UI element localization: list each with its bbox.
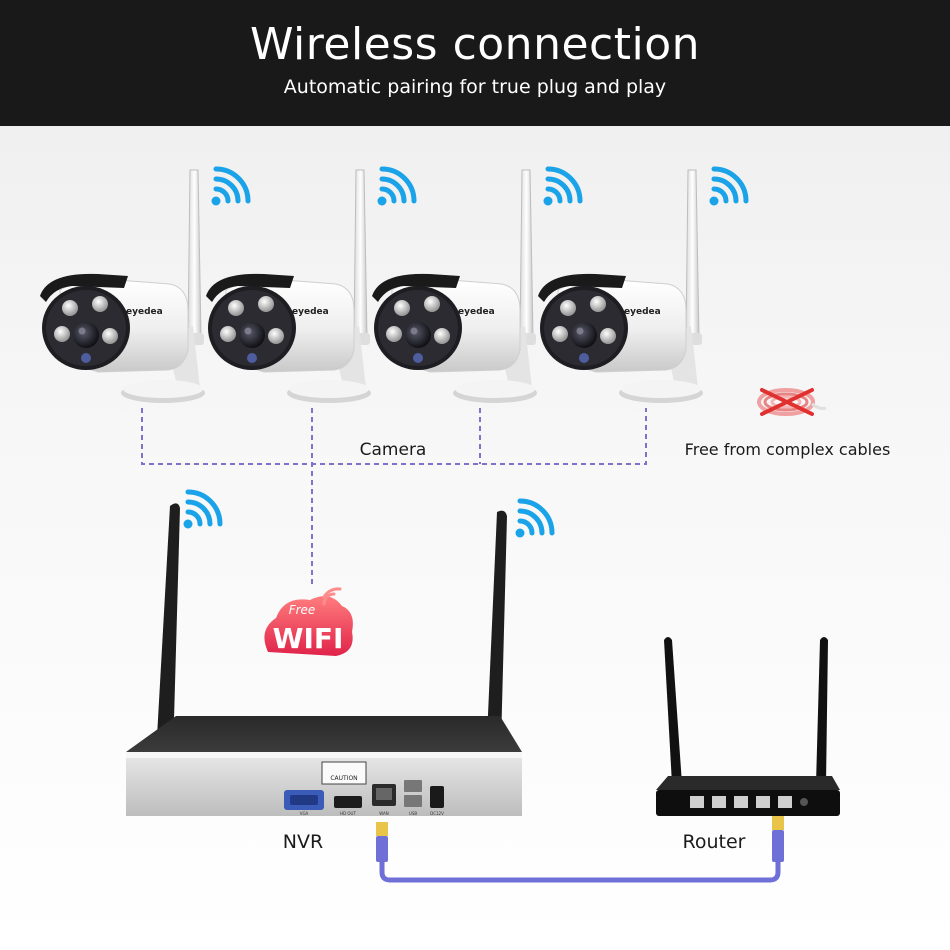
camera-connection-lines	[141, 408, 647, 588]
camera-brand: eyedea	[458, 307, 495, 317]
badge-wifi-text: WIFI	[273, 622, 344, 655]
page-subtitle: Automatic pairing for true plug and play	[283, 76, 667, 98]
wifi-signal-icon	[378, 169, 415, 206]
header-banner: Wireless connection Automatic pairing fo…	[0, 0, 950, 126]
camera-3: eyedea	[371, 169, 538, 404]
page-title: Wireless connection	[249, 19, 700, 70]
cables-label: Free from complex cables	[684, 440, 891, 459]
cable-coil-icon	[757, 388, 827, 416]
nvr-port-label: USB	[409, 811, 417, 816]
router-device	[656, 637, 840, 816]
wifi-signal-icon	[544, 169, 581, 206]
camera-brand: eyedea	[292, 307, 329, 317]
wifi-signal-icon	[212, 169, 249, 206]
router-label: Router	[682, 831, 746, 853]
camera-4: eyedea	[537, 169, 704, 404]
camera-brand: eyedea	[126, 307, 163, 317]
nvr-port-label: VGA	[300, 811, 309, 816]
nvr-port-label: DC12V	[430, 811, 444, 816]
camera-1: eyedea	[39, 169, 206, 404]
free-wifi-badge: Free WIFI	[264, 587, 353, 656]
wifi-signal-icon	[710, 169, 747, 206]
camera-2: eyedea	[205, 169, 372, 404]
nvr-caution-text: CAUTION	[330, 775, 357, 782]
nvr-device: CAUTION VGA HD OUT WAN USB DC12V	[126, 503, 522, 816]
wifi-signal-icon	[184, 492, 221, 529]
nvr-label: NVR	[282, 831, 324, 853]
wifi-signal-icon	[516, 501, 553, 538]
badge-free-text: Free	[289, 603, 316, 617]
nvr-port-label: HD OUT	[340, 811, 356, 816]
camera-brand: eyedea	[624, 307, 661, 317]
camera-label: Camera	[359, 440, 427, 460]
nvr-port-label: WAN	[379, 811, 388, 816]
network-cable	[376, 816, 784, 883]
